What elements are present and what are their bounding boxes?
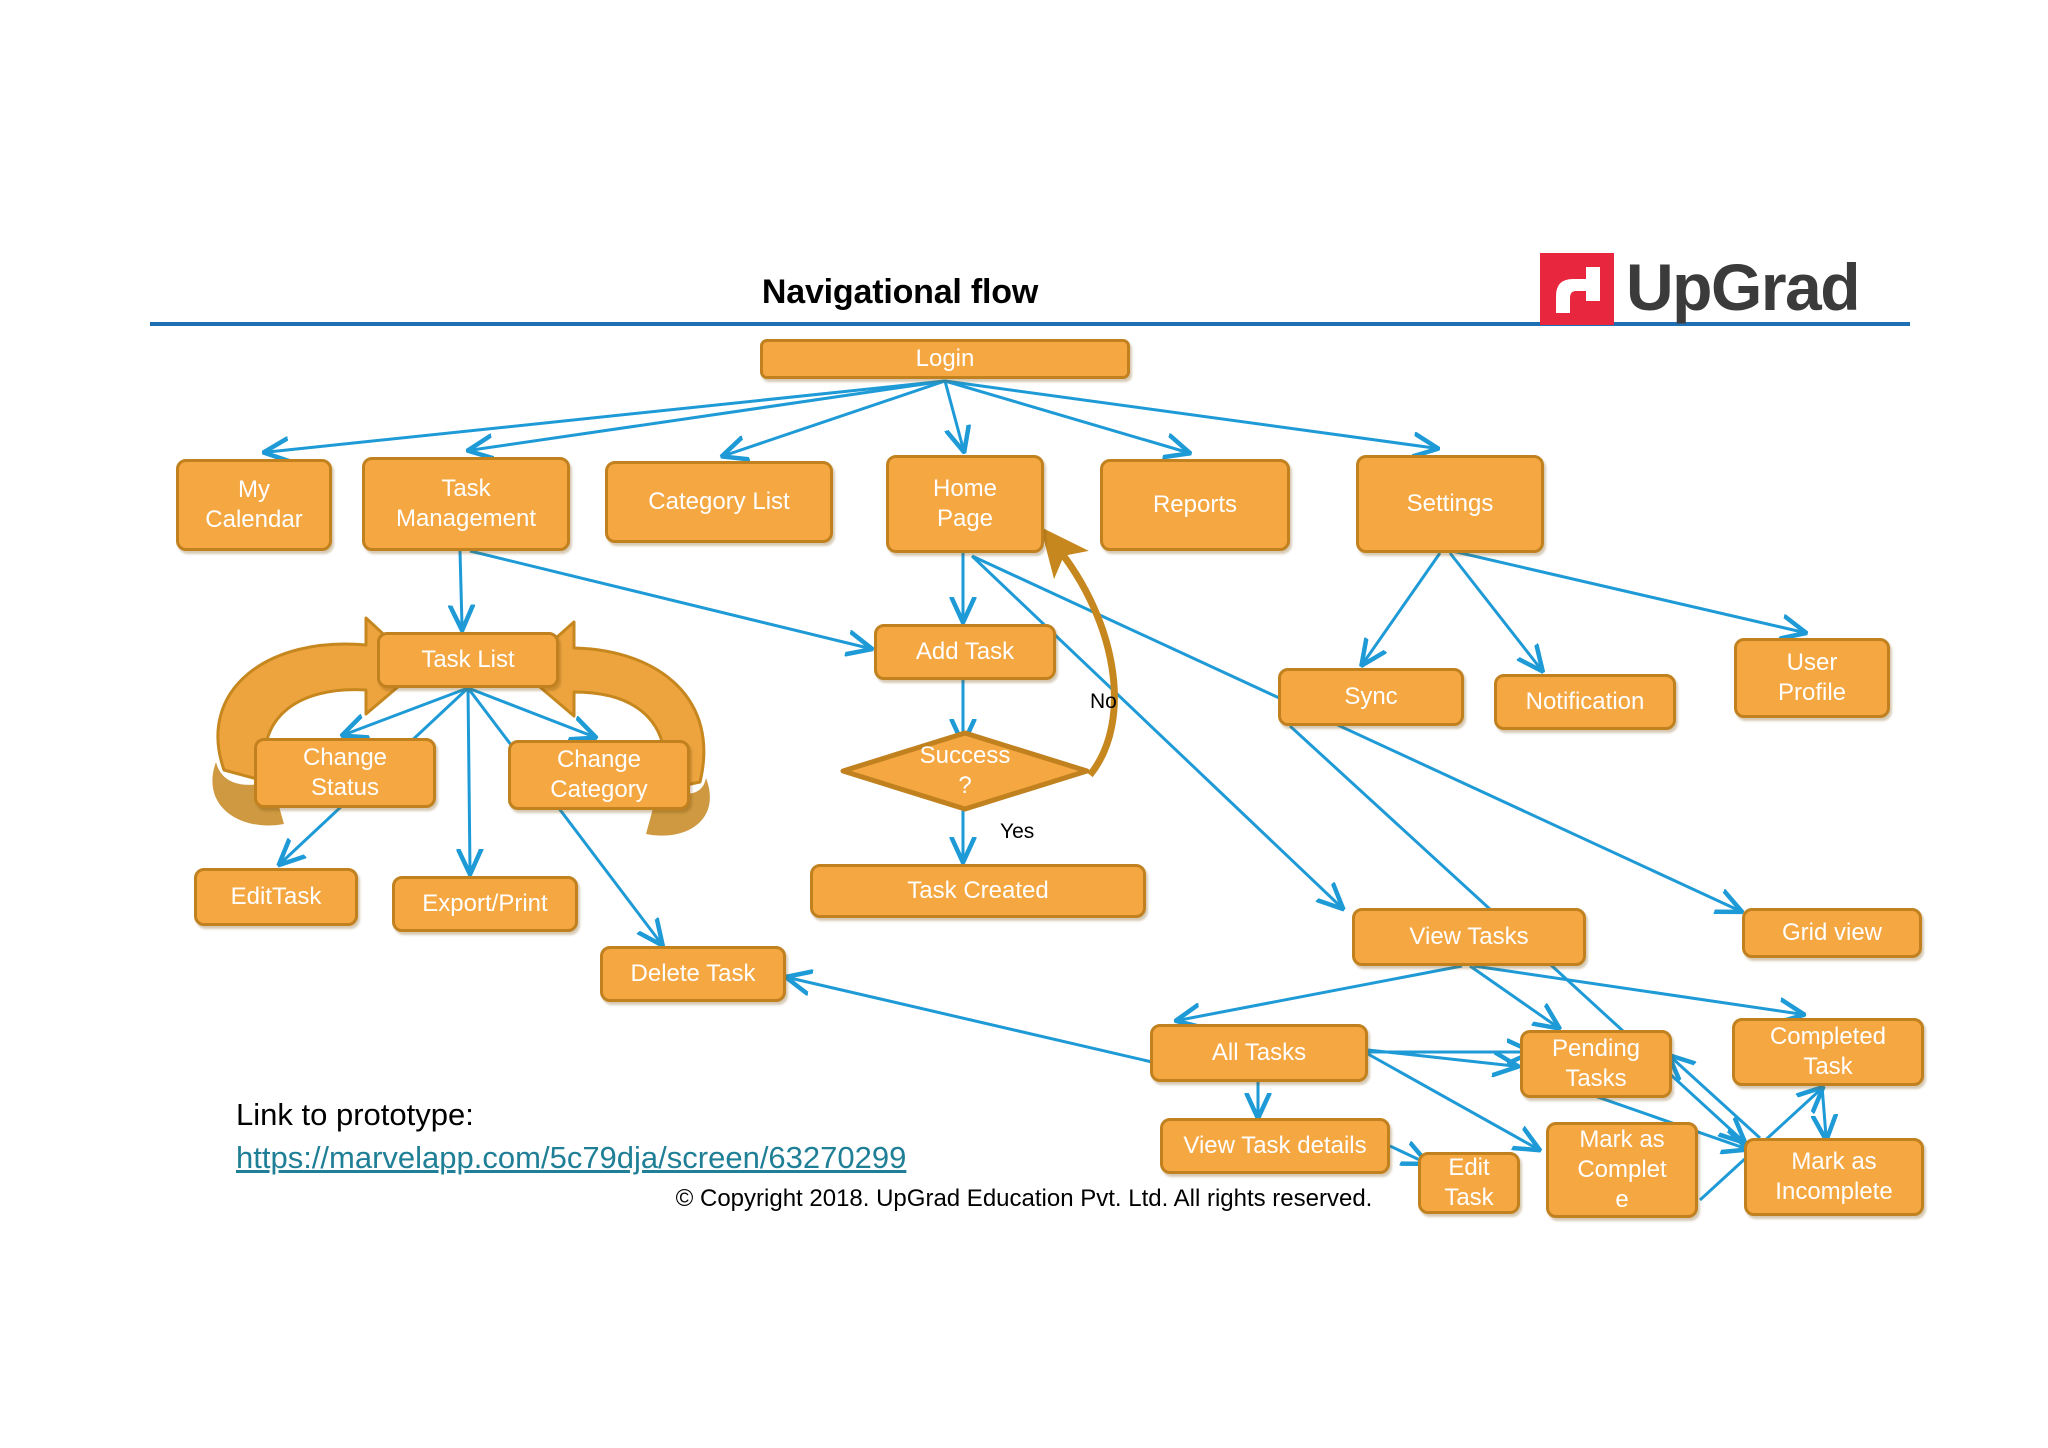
prototype-link[interactable]: https://marvelapp.com/5c79dja/screen/632… bbox=[236, 1140, 907, 1175]
node-reports[interactable]: Reports bbox=[1100, 459, 1290, 551]
node-add-task[interactable]: Add Task bbox=[874, 624, 1056, 680]
node-change-category[interactable]: Change Category bbox=[508, 740, 690, 810]
node-home-page[interactable]: Home Page bbox=[886, 455, 1044, 553]
node-export-print[interactable]: Export/Print bbox=[392, 876, 578, 932]
node-category-list[interactable]: Category List bbox=[605, 461, 833, 543]
node-completed-task[interactable]: Completed Task bbox=[1732, 1018, 1924, 1086]
edge-label-no-label: No bbox=[1090, 690, 1117, 713]
node-task-list[interactable]: Task List bbox=[377, 632, 559, 688]
node-sync[interactable]: Sync bbox=[1278, 668, 1464, 726]
node-mark-as-complete[interactable]: Mark as Complet e bbox=[1546, 1122, 1698, 1218]
node-view-tasks[interactable]: View Tasks bbox=[1352, 908, 1586, 966]
node-user-profile[interactable]: User Profile bbox=[1734, 638, 1890, 718]
upgrad-logo-text: UpGrad bbox=[1626, 250, 1861, 324]
upgrad-logo: UpGrad bbox=[1540, 250, 1910, 329]
node-pending-tasks[interactable]: Pending Tasks bbox=[1520, 1030, 1672, 1098]
node-settings[interactable]: Settings bbox=[1356, 455, 1544, 553]
node-all-tasks[interactable]: All Tasks bbox=[1150, 1024, 1368, 1082]
copyright-notice: © Copyright 2018. UpGrad Education Pvt. … bbox=[675, 1185, 1373, 1212]
node-grid-view[interactable]: Grid view bbox=[1742, 908, 1922, 958]
node-edit-task-2[interactable]: Edit Task bbox=[1418, 1152, 1520, 1214]
node-view-task-details[interactable]: View Task details bbox=[1160, 1118, 1390, 1174]
success-decision[interactable]: Success ? bbox=[840, 730, 1090, 812]
node-mark-as-incomplete[interactable]: Mark as Incomplete bbox=[1744, 1138, 1924, 1216]
node-notification[interactable]: Notification bbox=[1494, 674, 1676, 730]
node-edit-task[interactable]: EditTask bbox=[194, 868, 358, 926]
node-task-created[interactable]: Task Created bbox=[810, 864, 1146, 918]
page-title: Navigational flow bbox=[761, 273, 1039, 311]
edge-label-yes-label: Yes bbox=[1000, 820, 1035, 843]
node-login[interactable]: Login bbox=[760, 339, 1130, 379]
node-my-calendar[interactable]: My Calendar bbox=[176, 459, 332, 551]
diamond-shape bbox=[840, 730, 1090, 812]
node-change-status[interactable]: Change Status bbox=[254, 738, 436, 808]
node-task-management[interactable]: Task Management bbox=[362, 457, 570, 551]
prototype-link-caption: Link to prototype: bbox=[236, 1097, 474, 1132]
upgrad-arrow-logo-icon bbox=[1540, 253, 1614, 325]
node-delete-task[interactable]: Delete Task bbox=[600, 946, 786, 1002]
header-divider bbox=[150, 322, 1910, 326]
